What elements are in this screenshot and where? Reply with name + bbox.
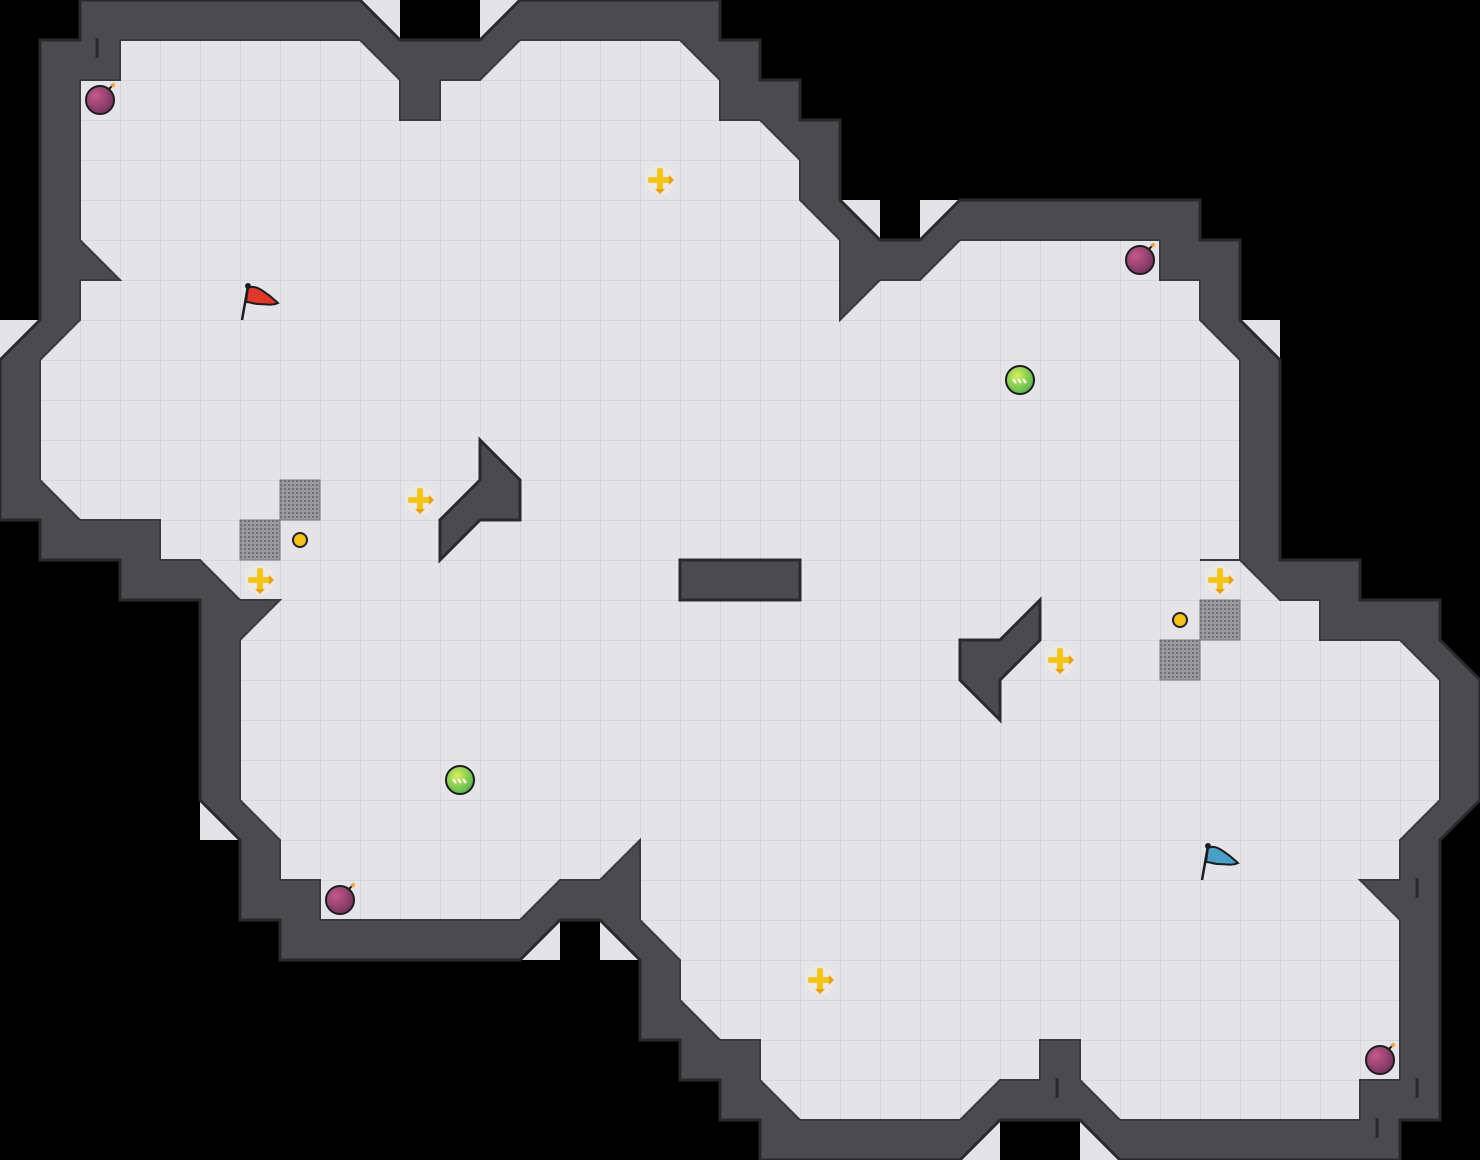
bombs <box>85 83 1395 1075</box>
speed-boost-icon <box>445 765 475 795</box>
powerup-icon <box>245 565 275 595</box>
bomb-icon <box>1125 243 1155 275</box>
powerup-icon <box>805 965 835 995</box>
gate-tile <box>1159 639 1201 681</box>
gate-tile <box>239 519 281 561</box>
center-bar-wall <box>678 558 802 602</box>
gate-tile <box>1199 599 1241 641</box>
interior-walls <box>438 436 1042 724</box>
bomb-icon <box>1365 1043 1395 1075</box>
speed-boost-icon <box>1005 365 1035 395</box>
diagonal-wall-right <box>958 596 1042 724</box>
powerup-icon <box>405 485 435 515</box>
powerups <box>245 165 1235 995</box>
gates <box>239 479 1241 681</box>
powerup-icon <box>1205 565 1235 595</box>
portal-dot <box>1172 612 1188 628</box>
boosts <box>445 365 1035 795</box>
portal-dot <box>292 532 308 548</box>
gate-tile <box>279 479 321 521</box>
powerup-icon <box>1045 645 1075 675</box>
flags <box>240 283 1240 881</box>
wall-slits <box>95 38 1419 1138</box>
bomb-icon <box>85 83 115 115</box>
powerup-icon <box>645 165 675 195</box>
portals <box>292 532 1188 628</box>
blue-flag-icon <box>1200 843 1240 881</box>
red-flag-icon <box>240 283 280 321</box>
diagonal-wall-left <box>438 436 522 564</box>
bomb-icon <box>325 883 355 915</box>
